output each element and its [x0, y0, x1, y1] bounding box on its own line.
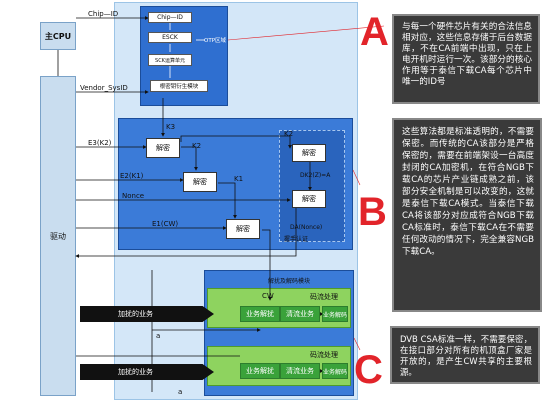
k1-label: K1: [234, 175, 244, 183]
clear-service-2: 清流业务: [280, 363, 320, 379]
esck-box: ESCK: [148, 32, 192, 43]
rootkey-box: 根密钥衍生模块: [150, 80, 208, 92]
driver-column: 驱动: [40, 76, 76, 396]
k2-label: K2: [192, 142, 202, 150]
descr-label-1: 码流处理: [310, 293, 338, 301]
service-decode-1: 业务解码: [322, 306, 348, 322]
letter-c: C: [354, 348, 383, 392]
main-cpu-box: 主CPU: [40, 22, 76, 50]
decrypt-box-5: 解密: [292, 190, 326, 208]
enc-service-label-2: 加扰的业务: [118, 368, 153, 376]
a-label-2: a: [178, 388, 183, 396]
auth-label: 握手认证: [284, 236, 309, 243]
letter-a: A: [360, 10, 389, 54]
note-b: 这些算法都是标准透明的，不需要保密。而传统的CA该部分是严格保密的，需要在前端架…: [392, 118, 542, 312]
enc-service-arrow-1: [80, 306, 214, 322]
chip-id-box: Chip—ID: [148, 12, 192, 23]
module-c-title: 解扰及解码模块: [268, 278, 311, 285]
input-e2k1-label: E2(K1): [120, 172, 144, 180]
service-decode-2: 业务解码: [322, 363, 348, 379]
descr-label-2: 码流处理: [310, 351, 338, 359]
a-label-1: a: [156, 332, 161, 340]
note-a: 与每一个硬件芯片有关的合法信息相对应，这些信息存储于后台数据库，不在CA前端中出…: [392, 14, 540, 104]
sck-box: SCK运算单元: [148, 54, 192, 66]
k2b-label: K2: [284, 130, 294, 138]
decrypt-box-4: 解密: [292, 144, 326, 162]
decrypt-box-1: 解密: [146, 138, 180, 158]
enc-service-label-1: 加扰的业务: [118, 310, 153, 318]
clear-service-1: 清流业务: [280, 306, 320, 322]
input-e1cw-label: E1(CW): [152, 220, 179, 228]
service-descramble-2: 业务解扰: [240, 363, 280, 379]
letter-b: B: [358, 190, 387, 234]
driver-label: 驱动: [50, 231, 66, 241]
vendor-sysid-label: Vendor_SysID: [80, 84, 128, 92]
dk2-label: DK2(Z)=A: [300, 172, 331, 179]
decrypt-box-2: 解密: [183, 172, 217, 192]
enc-service-arrow-2: [80, 364, 214, 380]
input-e3-label: E3(K2): [88, 139, 112, 147]
otp-label: OTP区域: [204, 38, 227, 44]
main-cpu-label: 主CPU: [44, 31, 72, 41]
decrypt-box-3: 解密: [226, 219, 260, 239]
k3-label: K3: [166, 123, 176, 131]
note-c: DVB CSA标准一样，不需要保密，在接口部分对所有的机顶盒厂家是开放的，是产生…: [390, 326, 540, 384]
cw-label: CW: [262, 292, 274, 300]
service-descramble-1: 业务解扰: [240, 306, 280, 322]
input-nonce-label: Nonce: [122, 192, 145, 200]
chip-id-line-label: Chip—ID: [88, 10, 119, 18]
da-nonce-label: DA(Nonce): [290, 224, 323, 231]
